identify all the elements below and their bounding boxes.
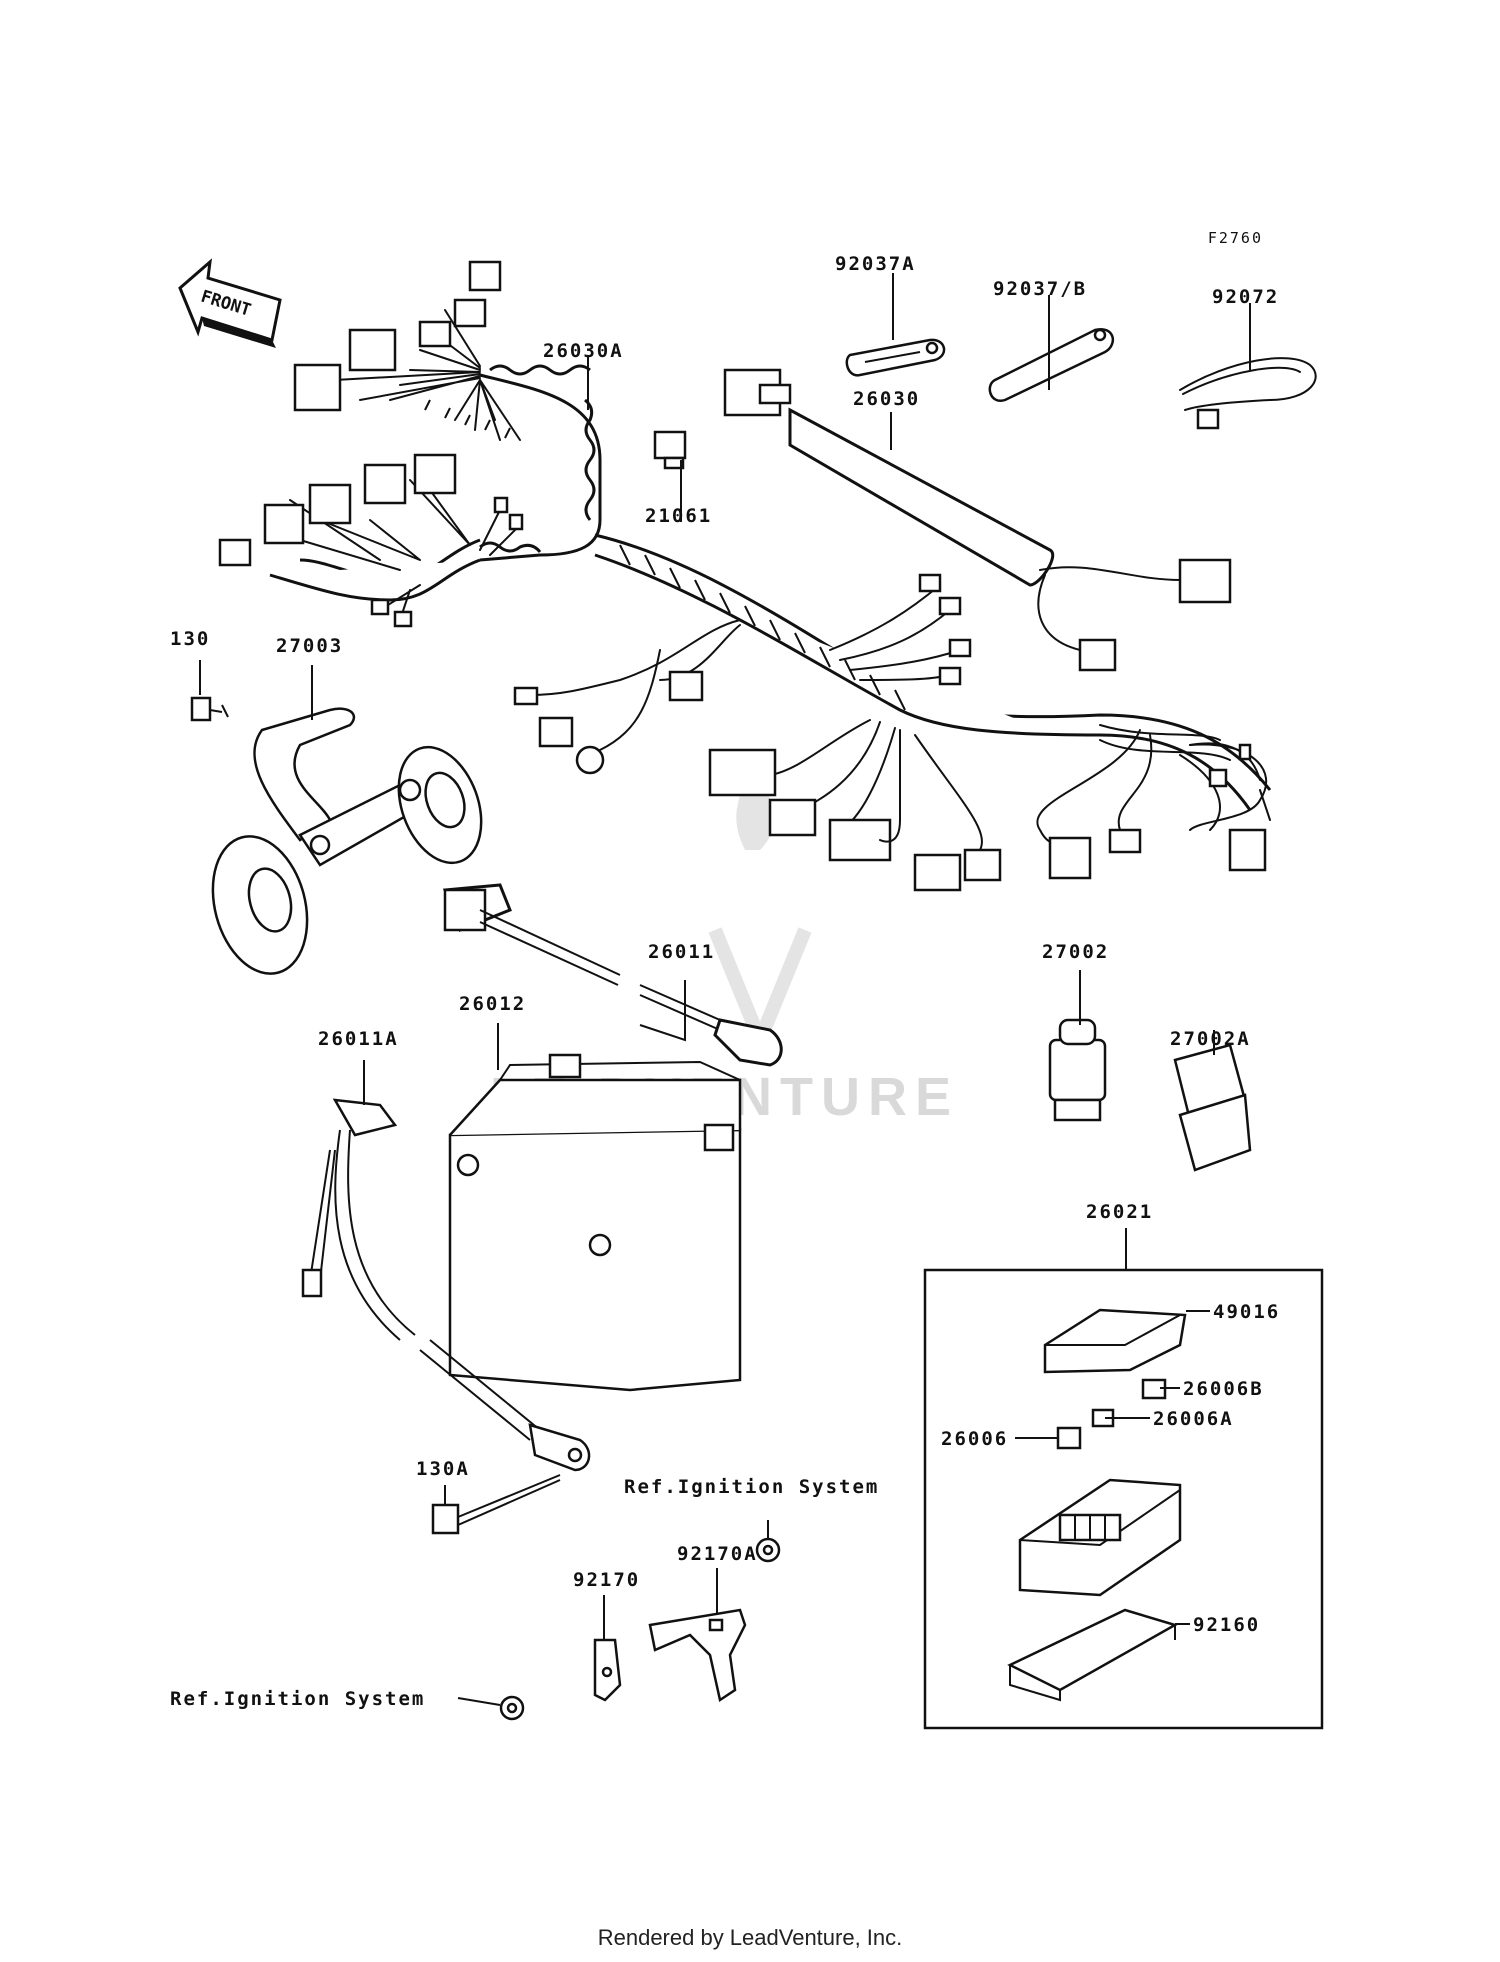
label-49016: 49016 [1213, 1301, 1280, 1323]
nut-lower-drawing [499, 1695, 525, 1721]
ref-ignition-system-lower: Ref.Ignition System [170, 1688, 425, 1710]
part-26011A-drawing [301, 1098, 591, 1472]
main-harness-drawing [218, 260, 1272, 892]
label-27002: 27002 [1042, 941, 1109, 963]
label-26011A: 26011A [318, 1028, 399, 1050]
label-26011: 26011 [648, 941, 715, 963]
label-26030A: 26030A [543, 340, 624, 362]
label-130: 130 [170, 628, 210, 650]
part-26012-drawing [448, 1053, 742, 1392]
label-92037B: 92037/B [993, 278, 1087, 300]
label-26012: 26012 [459, 993, 526, 1015]
part-92170-drawing [593, 1638, 622, 1702]
label-92072: 92072 [1212, 286, 1279, 308]
label-92037A: 92037A [835, 253, 916, 275]
part-49016-drawing [1043, 1308, 1187, 1374]
footer-credit: Rendered by LeadVenture, Inc. [597, 1925, 903, 1950]
part-130A-drawing [431, 1474, 561, 1535]
label-27002A: 27002A [1170, 1028, 1251, 1050]
label-92160: 92160 [1193, 1614, 1260, 1636]
fuse-block-drawing [1018, 1478, 1182, 1597]
fuse-box-group-border [923, 1268, 1324, 1730]
figure-code: F2760 [1208, 229, 1263, 247]
part-92037A-drawing [845, 338, 946, 377]
label-26006B: 26006B [1183, 1378, 1264, 1400]
part-92037B-drawing [988, 327, 1115, 403]
label-26030: 26030 [853, 388, 920, 410]
part-27002-drawing [1048, 1018, 1107, 1122]
label-26021: 26021 [1086, 1201, 1153, 1223]
front-arrow-icon: FRONT [178, 258, 282, 348]
leader-lines [199, 273, 1251, 1706]
label-92170: 92170 [573, 1569, 640, 1591]
part-26030-drawing [723, 368, 1232, 672]
ref-ignition-system-upper: Ref.Ignition System [624, 1476, 879, 1498]
part-27003-drawing [211, 707, 483, 975]
label-130A: 130A [416, 1458, 470, 1480]
label-21061: 21061 [645, 505, 712, 527]
label-27003: 27003 [276, 635, 343, 657]
part-130-drawing [190, 696, 229, 722]
part-26006-drawing [1056, 1426, 1082, 1450]
part-92170A-drawing [648, 1608, 747, 1703]
label-92170A: 92170A [677, 1543, 758, 1565]
part-27002A-drawing [1173, 1043, 1252, 1172]
nut-upper-drawing [755, 1537, 781, 1563]
part-92160-drawing [1007, 1608, 1179, 1702]
part-21061-drawing [653, 430, 687, 470]
label-26006A: 26006A [1153, 1408, 1234, 1430]
label-26006: 26006 [941, 1428, 1008, 1450]
part-92072-drawing [1179, 357, 1317, 430]
part-26011-drawing [442, 883, 783, 1067]
